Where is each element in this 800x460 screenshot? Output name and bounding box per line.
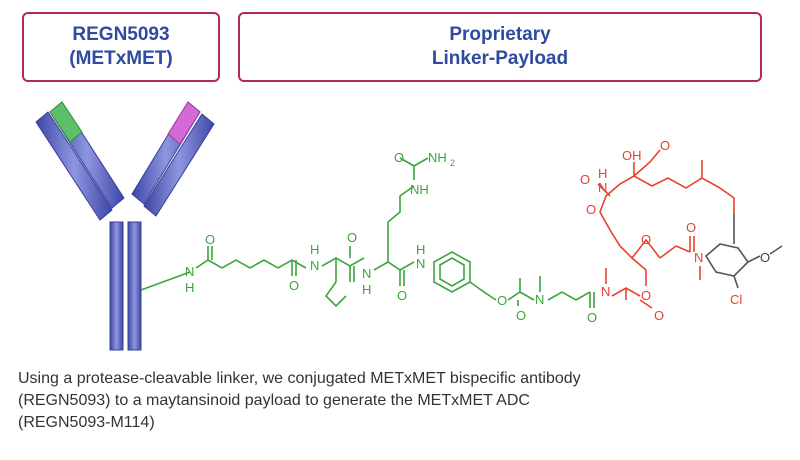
antibody-name: REGN5093 (72, 24, 170, 45)
payload-atom: O (760, 250, 770, 265)
linker-atom: N (416, 256, 425, 271)
caption-line: (REGN5093) to a maytansinoid payload to … (18, 392, 530, 409)
payload-atom: N (598, 180, 607, 195)
fc-chain-right (127, 221, 142, 351)
linker-atom: O (205, 232, 215, 247)
linker-atom: O (587, 310, 597, 325)
payload-atom: O (660, 138, 670, 153)
aryl-ring: Cl O (704, 214, 783, 307)
payload-atom: Cl (730, 292, 742, 307)
caption-line: (REGN5093-M114) (18, 414, 155, 431)
left-variable-region-green (49, 101, 83, 143)
linker-atom: O (289, 278, 299, 293)
linker-atom: O (397, 288, 407, 303)
right-variable-region-magenta (167, 101, 201, 145)
linker-atom: N (535, 292, 544, 307)
fc-chain-left (109, 221, 124, 351)
linker-payload-title-box: Proprietary Linker-Payload (238, 12, 762, 82)
left-arm-heavy-chain (35, 111, 113, 221)
conjugation-bond (140, 271, 191, 291)
payload-atom: OH (622, 148, 642, 163)
linker-atom: N (185, 264, 194, 279)
caption-line: Using a protease-cleavable linker, we co… (18, 370, 581, 387)
payload-atom: O (580, 172, 590, 187)
linker-atom: O (497, 293, 507, 308)
payload-atom: O (641, 232, 651, 247)
antibody-target: (METxMET) (69, 48, 173, 69)
antibody-title-box: REGN5093 (METxMET) (22, 12, 220, 82)
linker-atom: O (516, 308, 526, 323)
linker-title-line2: Linker-Payload (431, 48, 569, 69)
linker-atom: 2 (450, 158, 455, 168)
linker-atom: N (310, 258, 319, 273)
linker-atom: O (347, 230, 357, 245)
payload-atom: O (654, 308, 664, 323)
linker-atom: O (394, 150, 404, 165)
payload-atom: N (601, 284, 610, 299)
right-arm-heavy-chain (143, 113, 215, 217)
antibody-illustration (35, 101, 215, 351)
linker-atom: N (362, 266, 371, 281)
linker-atom: H (185, 280, 194, 295)
linker-atom: H (416, 242, 425, 257)
linker-structure: N H O O H N O N H NH O NH 2 O H N (185, 150, 610, 325)
payload-structure: O O O N H O OH O O O N (580, 138, 735, 323)
payload-atom: O (586, 202, 596, 217)
payload-atom: O (686, 220, 696, 235)
figure-caption: Using a protease-cleavable linker, we co… (18, 368, 788, 434)
linker-title-line1: Proprietary (449, 24, 551, 45)
payload-atom: N (694, 250, 703, 265)
linker-atom: H (310, 242, 319, 257)
linker-atom: NH (410, 182, 429, 197)
payload-atom: O (641, 288, 651, 303)
linker-atom: H (362, 282, 371, 297)
payload-atom: H (598, 166, 607, 181)
linker-atom: NH (428, 150, 447, 165)
